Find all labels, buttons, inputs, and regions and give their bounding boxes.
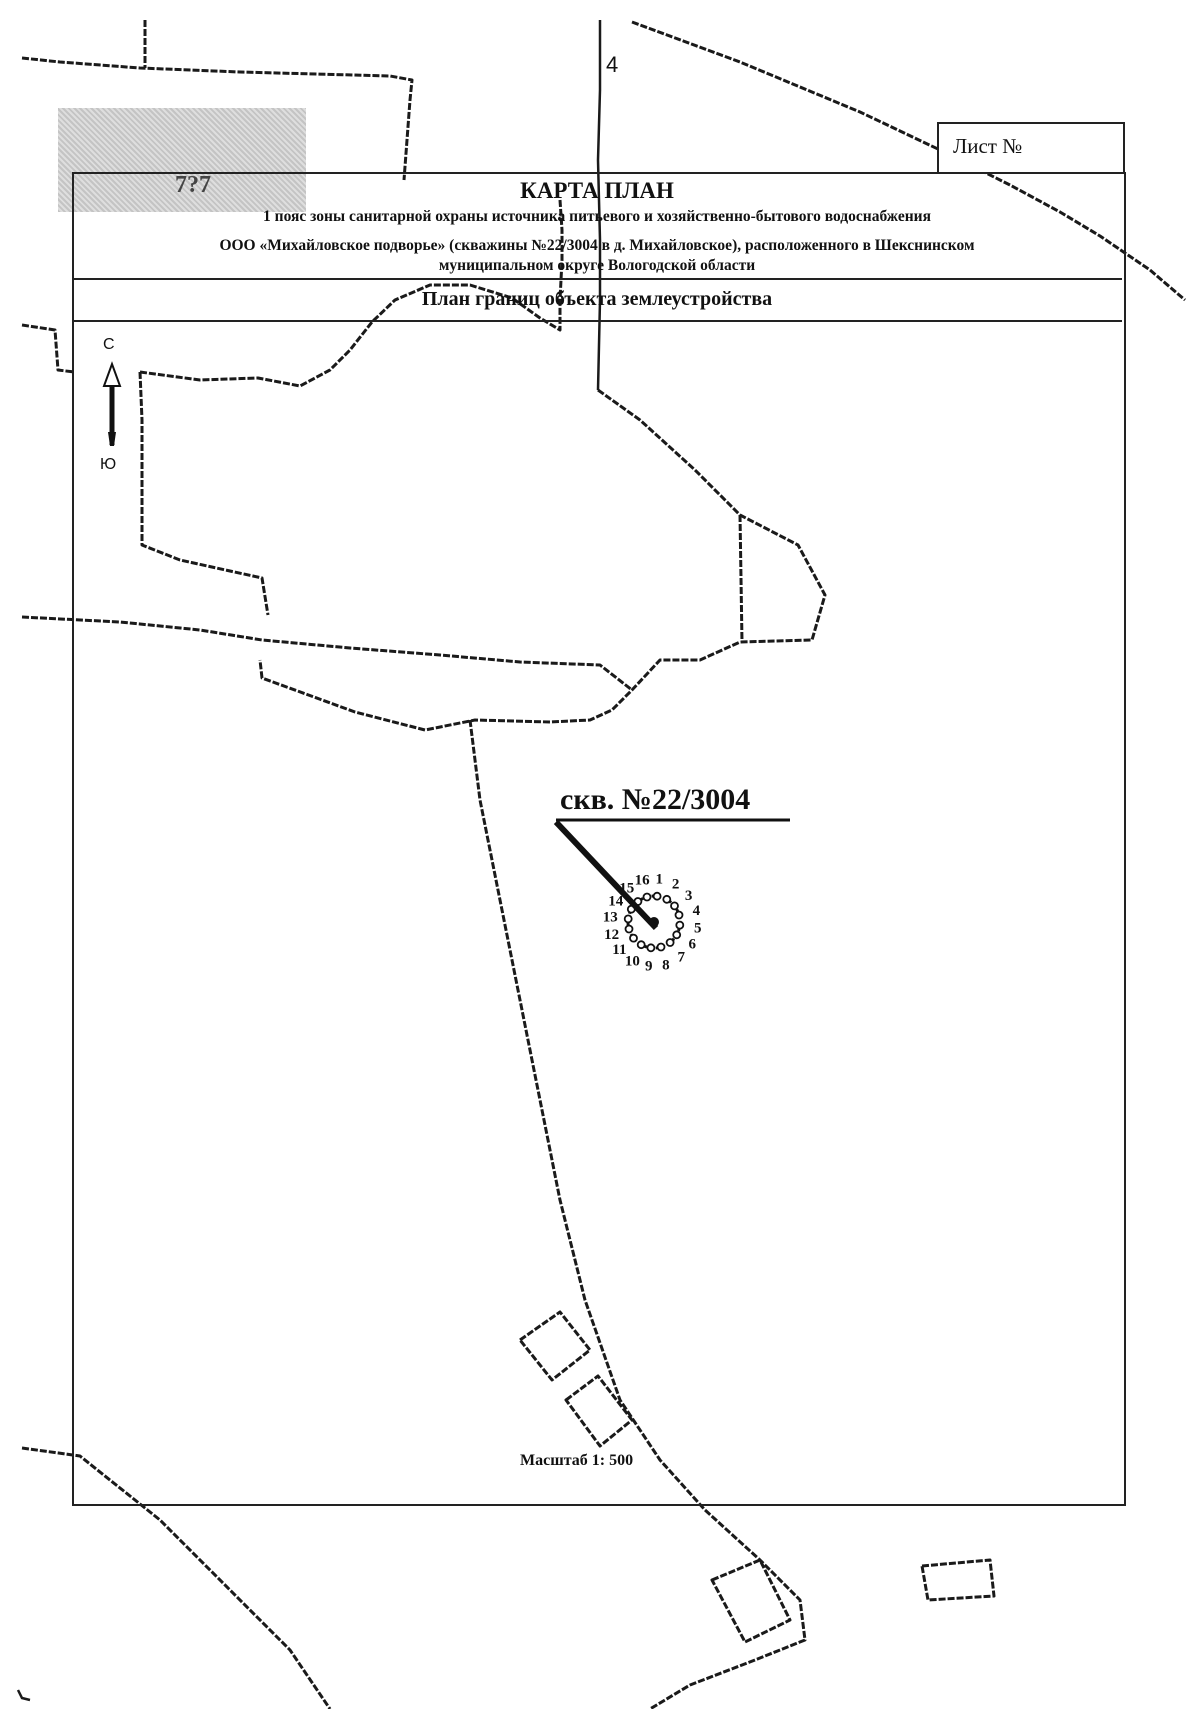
well-point-marker: [674, 910, 684, 920]
well-point-label: 12: [604, 927, 619, 943]
header-line-3: муниципальном округе Вологодской области: [438, 257, 756, 274]
well-point-label: 16: [635, 873, 651, 889]
long-boundary-line: [468, 719, 807, 1709]
well-point-label: 7: [677, 950, 685, 966]
parcel-boundary-left: [138, 371, 270, 616]
well-point-marker: [675, 920, 685, 930]
well-point-label: 4: [693, 903, 701, 919]
compass-arrow: [102, 361, 122, 446]
header-divider: [72, 278, 1122, 280]
section-title: План границ объекта землеустройства: [421, 288, 773, 310]
sheet-number-box: Лист №: [937, 122, 1125, 174]
header-line-2: ООО «Михайловское подворье» (скважины №2…: [219, 237, 975, 254]
building-outline-top-left: [21, 56, 414, 181]
map-title: КАРТА ПЛАН: [520, 178, 674, 203]
section-divider: [72, 320, 1122, 322]
building-bottom-right: [920, 1558, 996, 1602]
map-frame: [72, 172, 1126, 1506]
vertical-road-line: [596, 20, 602, 391]
building-bottom-center: [710, 1558, 792, 1644]
well-point-marker: [662, 894, 672, 904]
stamp-blot: [58, 108, 306, 212]
well-point-marker: [646, 943, 656, 953]
compass-north-label: С: [103, 336, 115, 353]
well-point-marker: [670, 901, 679, 911]
header-line-1: 1 пояс зоны санитарной охраны источника …: [263, 208, 931, 225]
well-point-label: 6: [689, 937, 697, 953]
sheet-number-label: Лист №: [953, 134, 1023, 158]
scale-label: Масштаб 1: 500: [520, 1452, 634, 1469]
diagonal-boundary-top: [631, 20, 1186, 302]
bottom-left-boundary: [21, 1446, 332, 1709]
small-building-2: [564, 1374, 634, 1448]
well-point-marker: [656, 942, 666, 952]
well-point-marker: [624, 924, 634, 934]
well-point-marker: [672, 930, 682, 940]
well-point-label: 2: [672, 877, 680, 893]
well-point-marker: [629, 933, 638, 943]
well-point-marker: [636, 940, 646, 950]
well-point-label: 3: [685, 888, 693, 904]
well-point-label: 8: [662, 957, 670, 973]
well-point-label: 5: [694, 920, 702, 936]
well-leader-line: [553, 819, 659, 931]
inner-boundary-right: [738, 514, 744, 643]
well-point-label: 13: [603, 910, 618, 926]
well-point-marker: [623, 914, 633, 924]
well-point-label: 9: [645, 959, 653, 975]
horizontal-boundary-left: [21, 615, 633, 692]
stamp-text: 7?7: [175, 172, 211, 198]
parcel-number-label: 4: [606, 52, 619, 77]
small-building-1: [518, 1310, 592, 1382]
well-point-label: 10: [625, 953, 640, 969]
well-point-label: 1: [656, 871, 664, 887]
well-point-marker: [652, 891, 662, 901]
well-point-label: 14: [608, 893, 624, 909]
well-point-marker: [642, 892, 652, 902]
well-point-label: 11: [612, 942, 626, 958]
bottom-left-tick: [16, 1689, 31, 1702]
left-edge-segment: [21, 323, 75, 374]
well-point-marker: [665, 938, 675, 947]
compass-south-label: Ю: [100, 456, 117, 473]
well-label: скв. №22/3004: [560, 783, 751, 816]
parcel-boundary-main: [139, 199, 564, 388]
